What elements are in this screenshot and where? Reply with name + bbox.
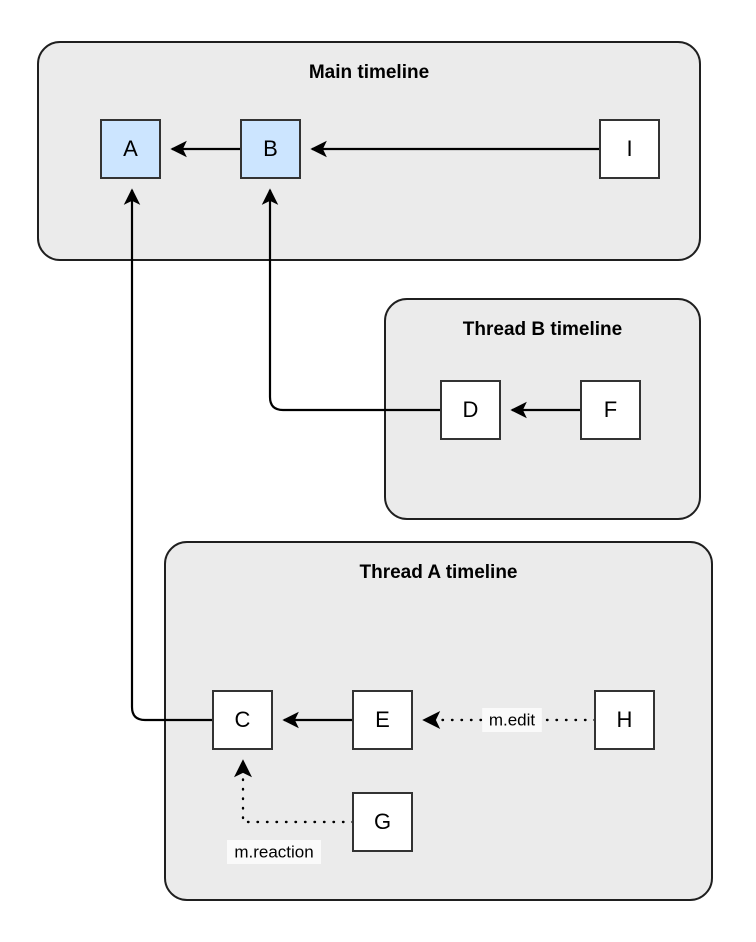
event-node-B[interactable]: B	[240, 119, 301, 179]
edge-C-to-A	[123, 188, 213, 722]
timeline-group-box	[37, 41, 701, 261]
event-node-label: B	[263, 136, 278, 161]
event-node-box[interactable]	[240, 119, 301, 179]
event-node-box[interactable]	[580, 380, 641, 440]
event-node-C[interactable]: C	[212, 690, 273, 750]
edges-layer	[123, 140, 600, 824]
timeline-group-title: Thread A timeline	[359, 562, 517, 583]
edge-label-background	[482, 708, 542, 732]
edge-D-to-B	[261, 188, 441, 412]
event-node-label: F	[604, 397, 617, 422]
event-node-box[interactable]	[440, 380, 501, 440]
event-node-I[interactable]: I	[599, 119, 660, 179]
timeline-group-title: Thread B timeline	[463, 319, 622, 340]
event-node-label: G	[374, 809, 391, 834]
edge-label-H-to-E: m.edit	[482, 708, 542, 732]
event-node-A[interactable]: A	[100, 119, 161, 179]
edge-label-G-to-C: m.reaction	[227, 840, 321, 864]
event-nodes-layer: A B I D F C E H G	[100, 119, 660, 852]
event-node-E[interactable]: E	[352, 690, 413, 750]
event-node-label: I	[626, 136, 632, 161]
edge-label-text: m.reaction	[234, 842, 313, 861]
event-node-box[interactable]	[599, 119, 660, 179]
event-node-label: D	[463, 397, 479, 422]
event-node-box[interactable]	[594, 690, 655, 750]
event-node-H[interactable]: H	[594, 690, 655, 750]
edge-label-text: m.edit	[489, 710, 536, 729]
edge-label-background	[227, 840, 321, 864]
event-node-label: C	[235, 707, 251, 732]
edge-labels-layer: m.edit m.reaction	[227, 708, 542, 864]
event-node-box[interactable]	[212, 690, 273, 750]
event-node-label: A	[123, 136, 138, 161]
event-node-box[interactable]	[352, 690, 413, 750]
event-node-G[interactable]: G	[352, 792, 413, 852]
event-node-label: E	[375, 707, 390, 732]
event-node-D[interactable]: D	[440, 380, 501, 440]
event-node-F[interactable]: F	[580, 380, 641, 440]
event-node-label: H	[617, 707, 633, 732]
timeline-group-main: Main timeline	[37, 41, 701, 261]
event-node-box[interactable]	[100, 119, 161, 179]
event-node-box[interactable]	[352, 792, 413, 852]
timeline-group-title: Main timeline	[309, 62, 429, 83]
